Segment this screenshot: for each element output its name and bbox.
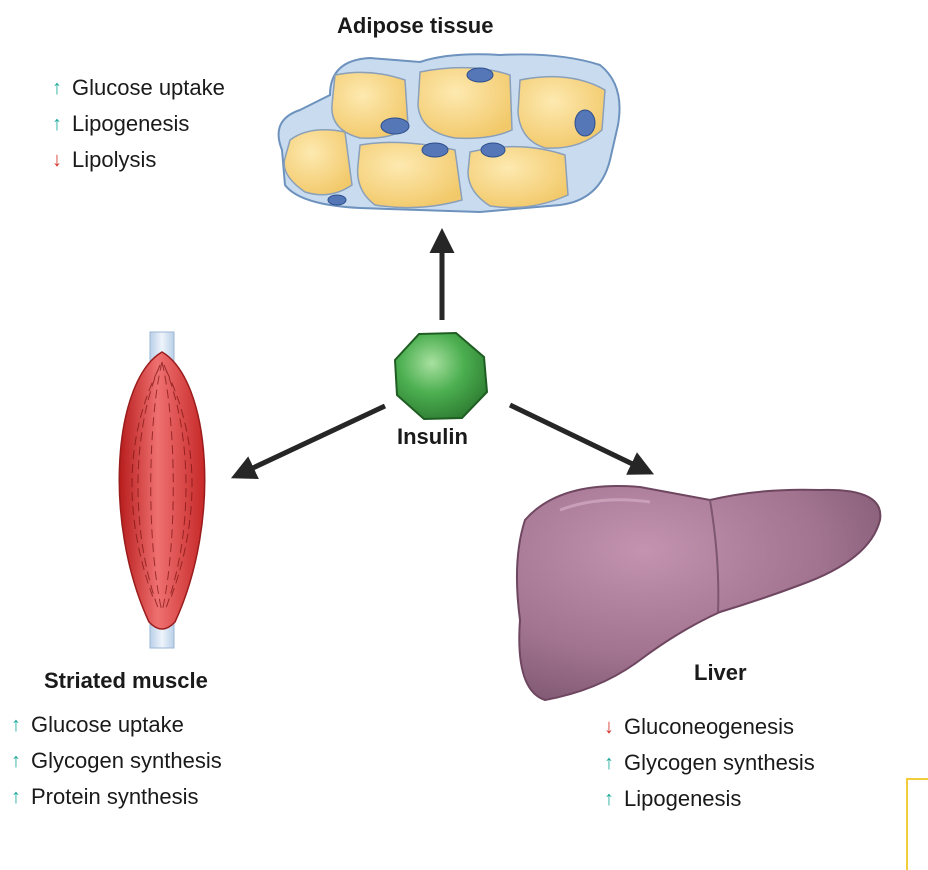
insulin-molecule-icon <box>393 331 489 421</box>
adipose-effects-list: ↑ Glucose uptake ↑ Lipogenesis ↓ Lipolysis <box>46 70 225 178</box>
arrow-to-muscle <box>230 403 387 479</box>
down-arrow-icon: ↓ <box>604 716 614 738</box>
effect-item: ↑ Glucose uptake <box>5 707 222 743</box>
effect-text: Glucose uptake <box>72 75 225 100</box>
effect-text: Lipogenesis <box>72 111 190 136</box>
effect-item: ↑ Glycogen synthesis <box>598 745 815 781</box>
corner-frame <box>906 778 928 870</box>
effect-text: Glucose uptake <box>31 712 184 737</box>
effect-item: ↑ Lipogenesis <box>46 106 225 142</box>
up-arrow-icon: ↑ <box>52 77 62 99</box>
down-arrow-icon: ↓ <box>52 149 62 171</box>
muscle-effects-list: ↑ Glucose uptake ↑ Glycogen synthesis ↑ Prote… <box>5 707 222 815</box>
effect-item: ↑ Glycogen synthesis <box>5 743 222 779</box>
adipose-tissue-illustration <box>277 53 621 214</box>
effect-text: Glycogen synthesis <box>624 750 815 775</box>
insulin-label: Insulin <box>397 424 468 449</box>
effect-text: Glycogen synthesis <box>31 748 222 773</box>
liver-illustration <box>515 484 882 702</box>
adipose-title: Adipose tissue <box>337 13 494 38</box>
up-arrow-icon: ↑ <box>52 113 62 135</box>
up-arrow-icon: ↑ <box>604 788 614 810</box>
liver-effects-list: ↓ Gluconeogenesis ↑ Glycogen synthesis ↑ Lipo… <box>598 709 815 817</box>
effect-item: ↓ Lipolysis <box>46 142 225 178</box>
effect-text: Lipogenesis <box>624 786 742 811</box>
effect-text: Lipolysis <box>72 147 157 172</box>
up-arrow-icon: ↑ <box>11 714 21 736</box>
effect-item: ↓ Gluconeogenesis <box>598 709 815 745</box>
up-arrow-icon: ↑ <box>11 786 21 808</box>
effect-item: ↑ Lipogenesis <box>598 781 815 817</box>
arrow-to-liver <box>508 402 655 475</box>
effect-text: Protein synthesis <box>31 784 199 809</box>
up-arrow-icon: ↑ <box>604 752 614 774</box>
up-arrow-icon: ↑ <box>11 750 21 772</box>
effect-item: ↑ Protein synthesis <box>5 779 222 815</box>
effect-text: Gluconeogenesis <box>624 714 795 739</box>
muscle-title: Striated muscle <box>44 668 208 693</box>
effect-item: ↑ Glucose uptake <box>46 70 225 106</box>
striated-muscle-illustration <box>118 331 206 649</box>
liver-title: Liver <box>694 660 747 685</box>
